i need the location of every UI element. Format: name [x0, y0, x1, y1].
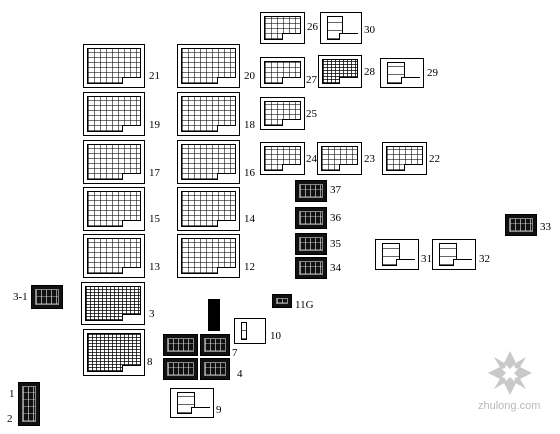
sheet-label-22: 22	[429, 153, 440, 165]
sheet-label-2: 2	[7, 413, 13, 425]
drawing-sheet-31[interactable]	[375, 239, 419, 270]
sheet-label-3-1: 3-1	[13, 291, 28, 303]
drawing-sheet-23[interactable]	[317, 142, 362, 175]
sheet-label-32: 32	[479, 253, 490, 265]
drawing-sheet-4[interactable]	[200, 358, 230, 380]
sheet-label-17: 17	[149, 167, 160, 179]
drawing-sheet-16[interactable]	[177, 140, 240, 184]
sheet-label-24: 24	[306, 153, 317, 165]
drawing-sheet-21[interactable]	[83, 44, 145, 88]
drawing-sheet-35[interactable]	[295, 233, 327, 255]
sheet-label-16: 16	[244, 167, 255, 179]
drawing-sheet-22[interactable]	[382, 142, 427, 175]
drawing-sheet-37[interactable]	[295, 180, 327, 202]
sheet-label-20: 20	[244, 70, 255, 82]
drawing-sheet-20[interactable]	[177, 44, 240, 88]
drawing-sheet-11g[interactable]	[272, 294, 292, 308]
drawing-sheet-5[interactable]	[163, 358, 198, 380]
sheet-label-26: 26	[307, 21, 318, 33]
sheet-label-29: 29	[427, 67, 438, 79]
sheet-label-27: 27	[306, 74, 317, 86]
drawing-sheet-13[interactable]	[83, 234, 145, 278]
drawing-sheet-18[interactable]	[177, 92, 240, 136]
sheet-label-8: 8	[147, 356, 153, 368]
drawing-sheet-3-1[interactable]	[31, 285, 63, 309]
drawing-sheet-17[interactable]	[83, 140, 145, 184]
sheet-label-19: 19	[149, 119, 160, 131]
drawing-sheet-3[interactable]	[81, 282, 145, 325]
sheet-label-30: 30	[364, 24, 375, 36]
sheet-label-7: 7	[232, 347, 238, 359]
drawing-sheet-8[interactable]	[83, 329, 145, 376]
drawing-sheet-10[interactable]	[234, 318, 266, 344]
sheet-label-37: 37	[330, 184, 341, 196]
snowflake-logo-icon	[488, 351, 532, 395]
drawing-sheet-30[interactable]	[320, 12, 362, 44]
sheet-label-15: 15	[149, 213, 160, 225]
drawing-sheet-32[interactable]	[432, 239, 476, 270]
drawing-sheet-26[interactable]	[260, 12, 305, 44]
drawing-sheet-29[interactable]	[380, 58, 424, 88]
drawing-sheet-1-2[interactable]	[18, 382, 40, 426]
sheet-label-11g: 11G	[295, 299, 314, 311]
drawing-sheet-15[interactable]	[83, 187, 145, 231]
drawing-sheet-14[interactable]	[177, 187, 240, 231]
sheet-label-23: 23	[364, 153, 375, 165]
sheet-label-31: 31	[421, 253, 432, 265]
sheet-label-28: 28	[364, 66, 375, 78]
sheet-label-25: 25	[306, 108, 317, 120]
sheet-label-14: 14	[244, 213, 255, 225]
drawing-sheet-9[interactable]	[170, 388, 214, 418]
sheet-label-1: 1	[9, 388, 15, 400]
drawing-sheet-34[interactable]	[295, 257, 327, 279]
sheet-label-35: 35	[330, 238, 341, 250]
sheet-label-34: 34	[330, 262, 341, 274]
drawing-sheet-7[interactable]	[200, 334, 230, 356]
sheet-label-4: 4	[237, 368, 243, 380]
sheet-label-18: 18	[244, 119, 255, 131]
sheet-label-3: 3	[149, 308, 155, 320]
watermark-text: zhulong.com	[478, 400, 541, 412]
drawing-sheet-25[interactable]	[260, 97, 305, 130]
sheet-label-12: 12	[244, 261, 255, 273]
sheet-label-33: 33	[540, 221, 551, 233]
drawing-sheet-28[interactable]	[318, 55, 362, 88]
drawing-sheet-19[interactable]	[83, 92, 145, 136]
sheet-label-36: 36	[330, 212, 341, 224]
drawing-sheet-24[interactable]	[260, 142, 305, 175]
sheet-label-10: 10	[270, 330, 281, 342]
drawing-sheet-6[interactable]	[163, 334, 198, 356]
drawing-sheet-solid-block[interactable]	[208, 299, 220, 331]
sheet-label-9: 9	[216, 404, 222, 416]
drawing-sheet-27[interactable]	[260, 57, 305, 88]
sheet-label-21: 21	[149, 70, 160, 82]
drawing-sheet-12[interactable]	[177, 234, 240, 278]
drawing-sheet-33[interactable]	[505, 214, 537, 236]
drawing-sheet-36[interactable]	[295, 207, 327, 229]
sheet-label-13: 13	[149, 261, 160, 273]
